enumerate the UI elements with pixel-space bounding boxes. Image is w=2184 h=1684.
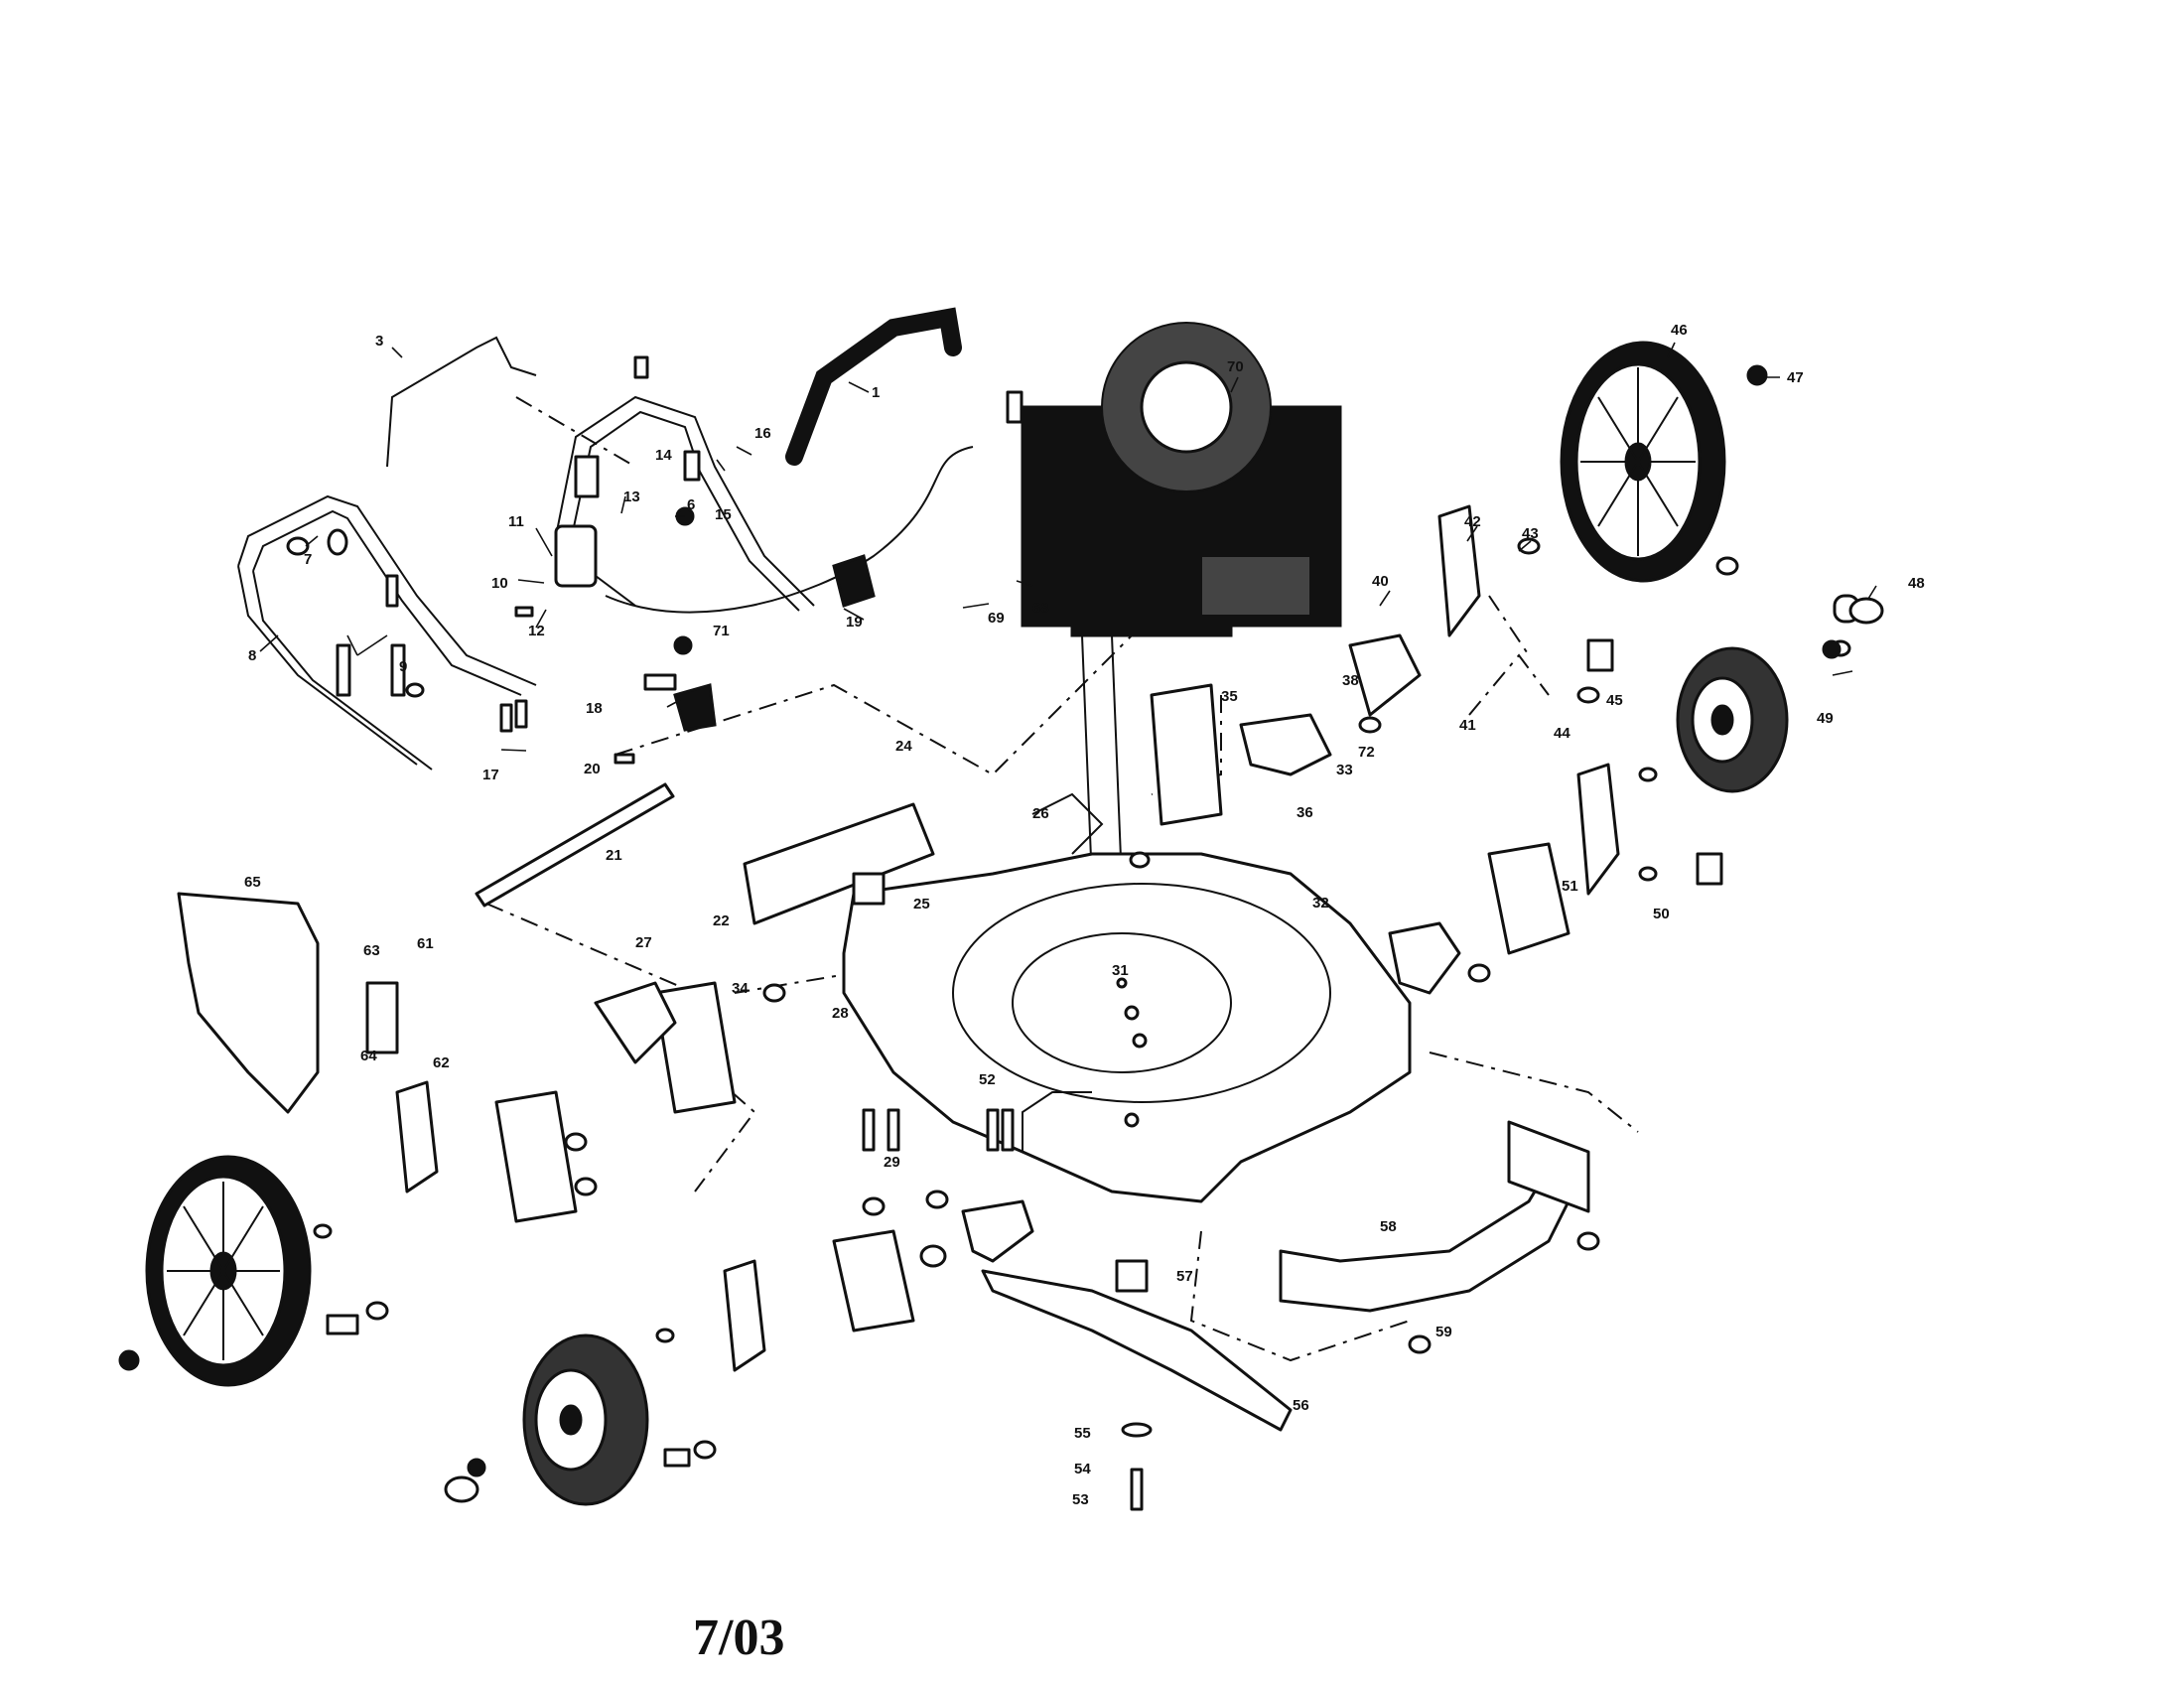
side-brackets [395, 390, 1620, 1372]
callout-54: 54 [1074, 1461, 1091, 1477]
part-axle-rod [475, 782, 675, 908]
part-handle-bracket [386, 336, 537, 468]
callout-33: 33 [1336, 762, 1353, 778]
callout-45: 45 [1606, 692, 1623, 709]
handle-hardware [286, 450, 876, 765]
part-blade [981, 1259, 1293, 1511]
callout-48: 48 [1908, 575, 1925, 592]
callout-9: 9 [399, 658, 407, 675]
part-rear-baffle [743, 802, 935, 925]
callout-16: 16 [754, 425, 771, 442]
callout-53: 53 [1072, 1491, 1089, 1508]
callout-7: 7 [304, 551, 312, 568]
callout-35: 35 [1221, 688, 1238, 705]
callout-44: 44 [1554, 725, 1570, 742]
wheel-large-rear-right [1560, 341, 1726, 583]
callout-8: 8 [248, 647, 256, 664]
callout-22: 22 [713, 912, 730, 929]
part-control-cable [605, 446, 974, 614]
callout-15: 15 [715, 506, 732, 523]
callout-19: 19 [846, 614, 863, 631]
callout-13: 13 [623, 489, 640, 505]
callout-71: 71 [713, 623, 730, 639]
callout-68: 68 [1032, 600, 1049, 617]
wheel-small-front-left [522, 1333, 649, 1506]
part-grass-bag-frame [177, 892, 399, 1114]
callout-10: 10 [491, 575, 508, 592]
wheel-large-rear-left [145, 1155, 312, 1387]
callout-34: 34 [732, 980, 749, 997]
wheel-small-front-right [1676, 646, 1789, 793]
callout-29: 29 [884, 1154, 900, 1171]
callout-49: 49 [1817, 710, 1834, 727]
callout-31: 31 [1112, 962, 1129, 979]
callout-61: 61 [417, 935, 434, 952]
part-rear-skirt [1279, 1120, 1590, 1313]
part-control-bail [785, 307, 962, 466]
callout-62: 62 [433, 1054, 450, 1071]
callout-25: 25 [913, 896, 930, 912]
callout-72: 72 [1358, 744, 1375, 761]
callout-42: 42 [1464, 513, 1481, 530]
date-code: 7/03 [693, 1610, 784, 1666]
callout-46: 46 [1671, 322, 1688, 339]
callout-3: 3 [375, 333, 383, 350]
callout-6: 6 [687, 496, 695, 513]
callout-27: 27 [635, 934, 652, 951]
callout-leaders [259, 342, 1877, 752]
callout-70: 70 [1227, 358, 1244, 375]
part-mower-deck [842, 792, 1412, 1203]
callout-17: 17 [482, 767, 499, 783]
callout-1: 1 [872, 384, 880, 401]
callout-18: 18 [586, 700, 603, 717]
callout-56: 56 [1293, 1397, 1309, 1414]
small-hardware [313, 355, 1860, 1468]
callout-51: 51 [1562, 878, 1578, 895]
callout-38: 38 [1342, 672, 1359, 689]
callout-47: 47 [1787, 369, 1804, 386]
callout-labels: 1 3 6 7 8 9 10 11 12 13 14 15 16 17 18 1… [244, 322, 1925, 1508]
callout-55: 55 [1074, 1425, 1091, 1442]
callout-50: 50 [1653, 906, 1670, 922]
part-lower-handle [237, 494, 537, 771]
callout-58: 58 [1380, 1218, 1397, 1235]
callout-57: 57 [1176, 1268, 1193, 1285]
callout-41: 41 [1459, 717, 1476, 734]
part-engine [1021, 322, 1342, 885]
callout-36: 36 [1297, 804, 1313, 821]
wheel-caps [118, 364, 1884, 1503]
callout-63: 63 [363, 942, 380, 959]
callout-59: 59 [1435, 1324, 1452, 1340]
callout-65: 65 [244, 874, 261, 891]
callout-40: 40 [1372, 573, 1389, 590]
callout-24: 24 [895, 738, 912, 755]
callout-69: 69 [988, 610, 1005, 627]
callout-14: 14 [655, 447, 672, 464]
callout-28: 28 [832, 1005, 849, 1022]
callout-43: 43 [1522, 525, 1539, 542]
callout-20: 20 [584, 761, 601, 777]
callout-12: 12 [528, 623, 545, 639]
callout-21: 21 [606, 847, 622, 864]
callout-11: 11 [508, 513, 524, 530]
callout-64: 64 [360, 1048, 377, 1064]
callout-52: 52 [979, 1071, 996, 1088]
callout-32: 32 [1312, 895, 1329, 912]
callout-26: 26 [1032, 805, 1049, 822]
